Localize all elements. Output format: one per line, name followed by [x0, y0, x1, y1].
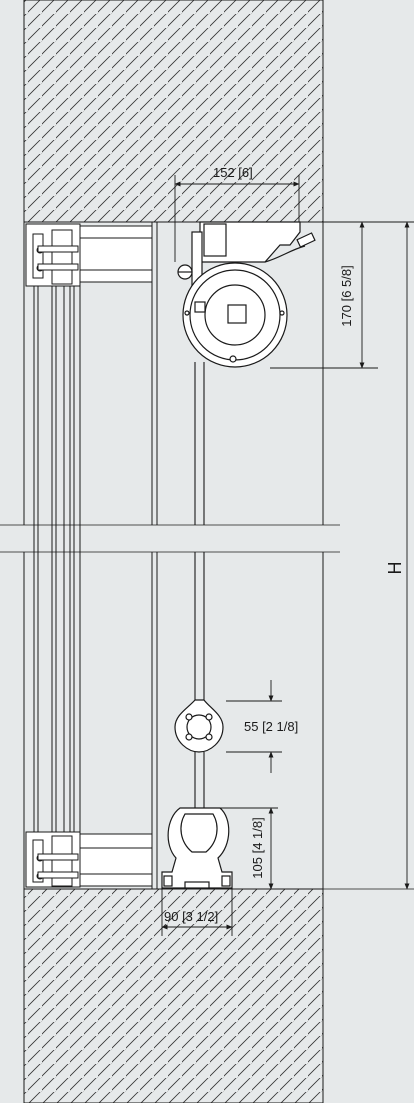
dimension-width-top — [174, 175, 300, 262]
label-width-top: 152 [6] — [213, 165, 253, 180]
pulley — [174, 699, 224, 753]
break-gap — [0, 524, 414, 553]
motor-assembly — [177, 221, 316, 368]
guide-rod — [194, 362, 205, 808]
label-bracket-width: 90 [3 1/2] — [164, 909, 218, 924]
dimension-height-top — [270, 221, 378, 369]
ceiling-slab — [23, 0, 324, 223]
dimension-pulley — [226, 680, 282, 773]
label-overall-height: H — [385, 562, 405, 575]
label-pulley: 55 [2 1/8] — [244, 719, 298, 734]
bottom-bracket — [161, 807, 233, 889]
window-frame — [25, 223, 153, 888]
dimension-bracket-height — [220, 807, 278, 890]
label-bracket-height: 105 [4 1/8] — [250, 817, 265, 878]
dimension-bracket-width — [161, 888, 233, 936]
label-height-top: 170 [6 5/8] — [339, 265, 354, 326]
dimension-overall-height — [378, 221, 414, 890]
wall-cavity-lines — [23, 222, 324, 889]
